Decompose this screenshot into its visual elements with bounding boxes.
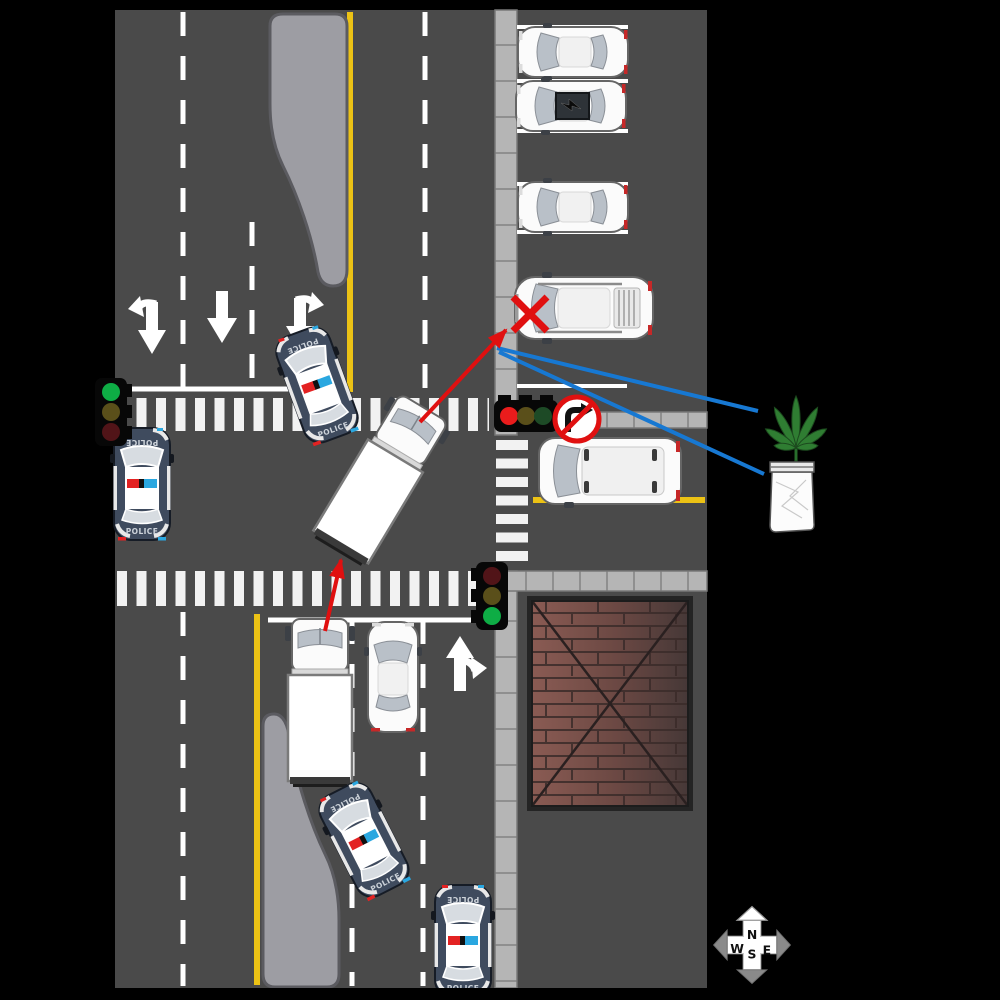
crosswalk-south bbox=[117, 571, 477, 606]
sidewalk-south-strip bbox=[494, 570, 518, 989]
compass-label-n: N bbox=[747, 927, 757, 942]
lightning-bolt-icon bbox=[560, 98, 582, 112]
building-brick-roof bbox=[527, 596, 693, 811]
parked-electric-sedan bbox=[515, 76, 627, 136]
traffic-light-nw-green bbox=[95, 378, 132, 446]
crosswalk-east bbox=[496, 440, 528, 567]
evidence-line-to-leaf bbox=[496, 346, 759, 413]
annotations bbox=[323, 294, 765, 632]
sidewalk-east-north bbox=[599, 411, 708, 429]
compass-arrow-north bbox=[735, 905, 769, 921]
traffic-lights bbox=[95, 378, 558, 630]
parked-sedan-1 bbox=[517, 22, 629, 82]
evidence-items bbox=[764, 394, 828, 533]
median-island-north bbox=[268, 12, 349, 288]
sedan-south bbox=[363, 621, 423, 733]
lane-arrow-straight bbox=[207, 291, 237, 343]
lane-arrow-straight-or-right bbox=[446, 636, 487, 691]
compass-arrow-west bbox=[712, 928, 728, 962]
compass-label-e: E bbox=[763, 942, 771, 957]
compass-rose: N W E S bbox=[712, 905, 792, 985]
x-marker bbox=[510, 294, 550, 334]
traffic-light-se-green bbox=[471, 562, 508, 630]
police-car-south-curb bbox=[429, 883, 497, 1000]
trajectory-arrow-2 bbox=[323, 558, 345, 632]
compass-label-s: S bbox=[748, 947, 757, 962]
trajectory-arrow-1 bbox=[418, 328, 508, 424]
traffic-light-ne-red bbox=[494, 395, 558, 432]
vehicles bbox=[108, 22, 682, 1000]
compass-arrow-east bbox=[776, 928, 792, 962]
plastic-bag-icon bbox=[769, 461, 815, 533]
white-van-westbound bbox=[538, 433, 682, 509]
parked-sedan-2 bbox=[517, 177, 629, 237]
lane-markings bbox=[116, 12, 705, 986]
cannabis-leaf-icon bbox=[764, 394, 828, 462]
compass-label-w: W bbox=[730, 941, 744, 956]
bottom-mask bbox=[0, 988, 1000, 1000]
no-right-turn-sign bbox=[552, 394, 602, 444]
lane-arrow-left-turn bbox=[128, 296, 166, 354]
box-truck-south bbox=[283, 617, 357, 789]
evidence-line-to-bag bbox=[498, 350, 765, 476]
sidewalk-east-south bbox=[499, 570, 708, 592]
compass-arrow-south bbox=[735, 969, 769, 985]
sidewalk-north-strip bbox=[494, 9, 518, 436]
